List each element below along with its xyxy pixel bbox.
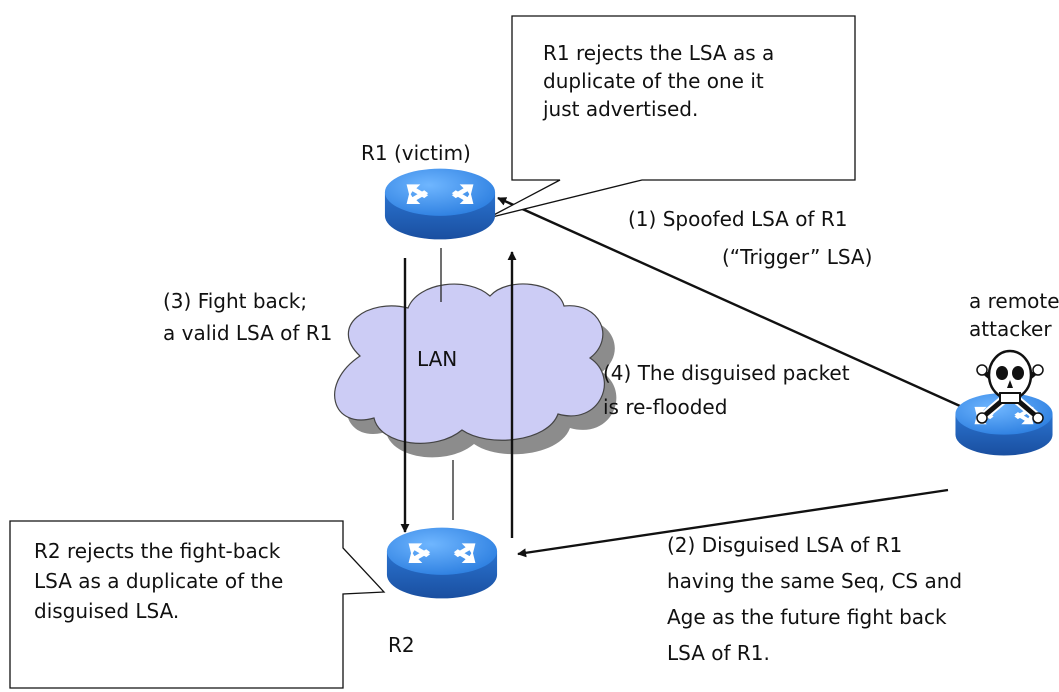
router-r2-label: R2: [388, 633, 415, 657]
attacker-router: a remote attacker: [955, 289, 1059, 456]
step4-label-line-1: (4) The disguised packet: [603, 361, 850, 385]
step4-label-line-2: is re-flooded: [603, 395, 727, 419]
r1-callout-line-1: R1 rejects the LSA as a: [543, 41, 774, 65]
lan-cloud: LAN: [334, 283, 617, 458]
skull-crossbones-icon: [976, 349, 1044, 424]
r2-callout-box: [9, 520, 386, 689]
r2-callout-line-2: LSA as a duplicate of the: [34, 569, 283, 593]
attacker-label-line-2: attacker: [969, 317, 1052, 341]
step2-label-line-2: having the same Seq, CS and: [667, 569, 962, 593]
r1-callout-line-2: duplicate of the one it: [543, 69, 764, 93]
step1-label-line-1: (1) Spoofed LSA of R1: [628, 207, 847, 231]
attacker-label-line-1: a remote: [969, 289, 1059, 313]
lan-cloud-body: [334, 283, 605, 444]
router-r2-icon: [386, 527, 498, 599]
r1-callout: R1 rejects the LSA as a duplicate of the…: [487, 15, 856, 219]
r2-callout-line-1: R2 rejects the fight-back: [34, 539, 281, 563]
router-r1-label: R1 (victim): [361, 141, 471, 165]
step2-label-line-3: Age as the future fight back: [667, 605, 947, 629]
lan-label: LAN: [417, 347, 457, 371]
step2-label-line-4: LSA of R1.: [667, 641, 770, 665]
step1-label-line-2: (“Trigger” LSA): [722, 245, 872, 269]
router-r1-icon: [384, 168, 496, 240]
r1-callout-line-3: just advertised.: [542, 97, 698, 121]
step3-label-line-2: a valid LSA of R1: [163, 321, 332, 345]
step3-label-line-1: (3) Fight back;: [163, 289, 307, 313]
r2-callout-line-3: disguised LSA.: [34, 599, 179, 623]
arrow-spoofed-lsa: [497, 196, 961, 408]
step2-label-line-1: (2) Disguised LSA of R1: [667, 533, 902, 557]
arrow-disguised-lsa: [517, 488, 949, 558]
r1-callout-box: [487, 15, 856, 219]
r2-callout: R2 rejects the fight-back LSA as a dupli…: [9, 520, 386, 689]
